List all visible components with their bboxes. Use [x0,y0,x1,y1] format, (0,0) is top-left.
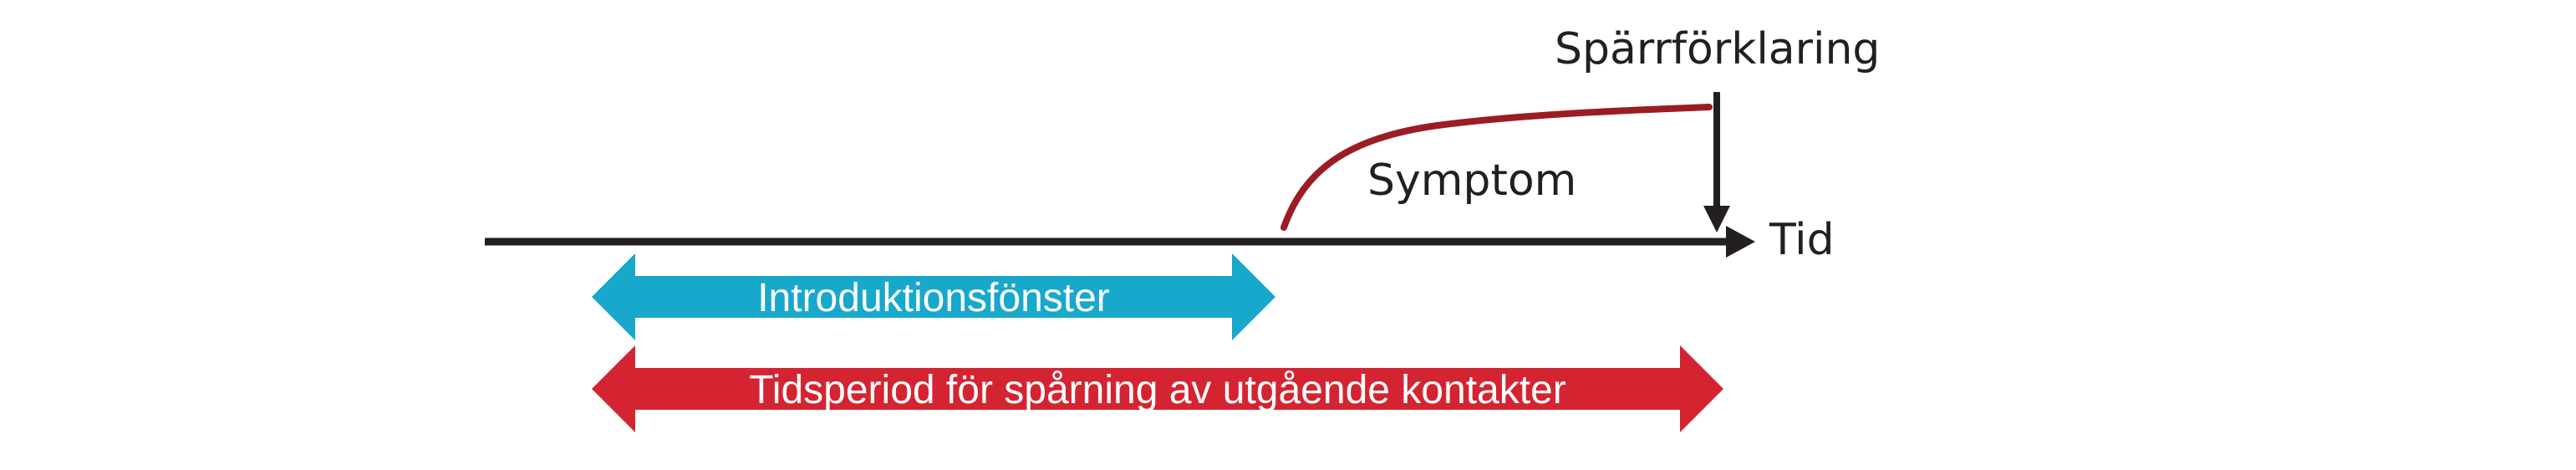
time-axis-label: Tid [1769,215,1835,265]
intro-window-label: Introduktionsfönster [757,276,1110,320]
tracing-period-arrow [592,345,1723,432]
symptom-label: Symptom [1367,156,1576,206]
symptom-curve [1280,104,1713,231]
tracing-period-label: Tidsperiod för spårning av utgående kont… [749,368,1566,412]
time-axis-arrowhead [1726,226,1755,258]
lockdown-marker-arrowhead [1703,206,1730,232]
lockdown-label: Spärrförklaring [1555,24,1880,74]
intro-window-arrow [592,253,1275,340]
